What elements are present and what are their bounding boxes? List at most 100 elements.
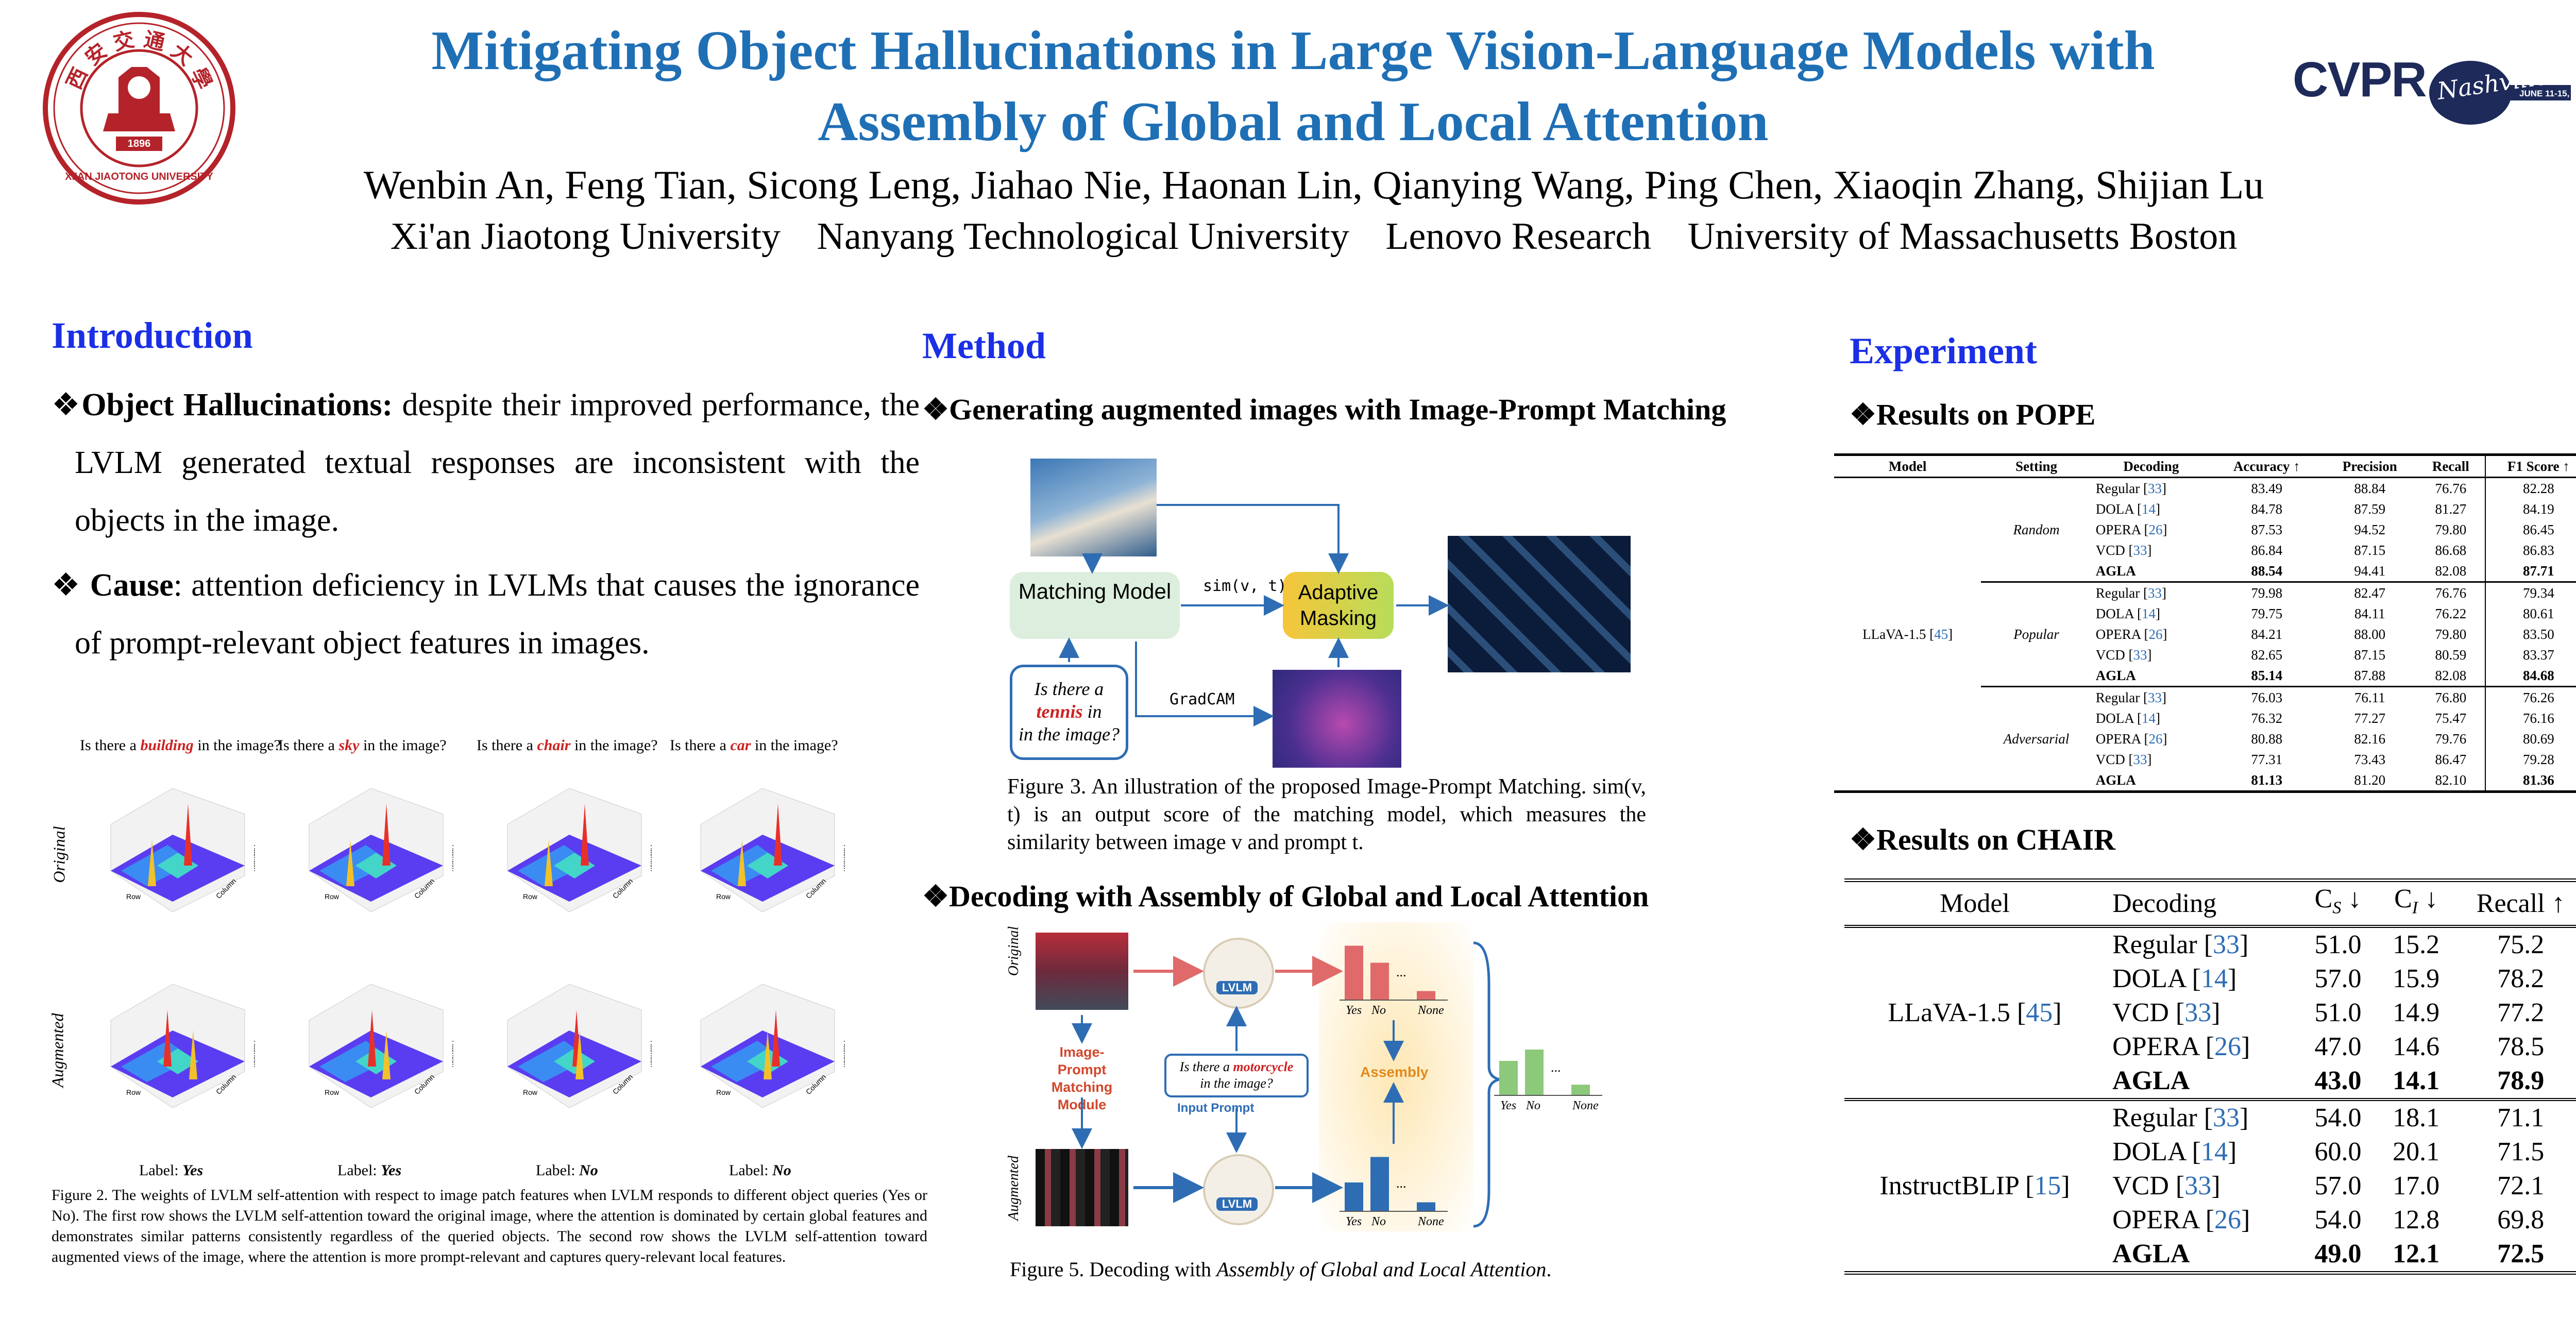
ref-bracket-close: ] — [2053, 998, 2062, 1028]
chair-decoding-cell: AGLA — [2105, 1064, 2299, 1100]
pope-value-cell: 75.47 — [2435, 711, 2467, 726]
pope-decoding-cell: Regular [33] — [2092, 478, 2211, 499]
guitar-icon — [2429, 61, 2571, 125]
title-line-1: Mitigating Object Hallucinations in Larg… — [431, 20, 2155, 81]
lvlm-model-icon-bottom: LVLM — [1203, 1154, 1274, 1225]
pope-value-cell: 79.76 — [2435, 731, 2467, 747]
attention-peak — [545, 840, 553, 886]
pope-subheading: ❖Results on POPE — [1850, 397, 2095, 432]
logit-bar — [1345, 1182, 1363, 1211]
pope-value-cell: 77.27 — [2354, 711, 2386, 726]
lvlm-label-top: LVLM — [1216, 981, 1258, 994]
cvpr-logo: CVPR Nashville JUNE 11-15, 2025 — [2293, 41, 2576, 129]
pope-value-cell: 76.76 — [2435, 481, 2467, 496]
citation-ref: 33 — [2147, 481, 2162, 496]
ref-bracket-close: ] — [2162, 522, 2167, 537]
ref-bracket-open: [ — [2140, 481, 2148, 496]
chair-value-cell: 75.2 — [2497, 930, 2545, 960]
axis-label-attention: Attention — [649, 845, 652, 871]
logit-bar — [1417, 991, 1435, 1000]
ref-bracket-close: ] — [2061, 1171, 2070, 1201]
method-name: AGLA — [2095, 668, 2136, 683]
ref-bracket-open: [ — [2133, 501, 2142, 517]
method-name: OPERA — [2095, 522, 2141, 537]
model-name: LLaVA-1.5 — [1862, 627, 1926, 642]
fig5-prompt-pre: Is there a — [1179, 1059, 1230, 1074]
pope-value-cell: 79.34 — [2484, 582, 2576, 603]
method-sub2-text: Decoding with Assembly of Global and Loc… — [949, 880, 1649, 913]
pope-decoding-cell: VCD [33] — [2092, 645, 2211, 665]
lvlm-model-icon-top: LVLM — [1203, 938, 1274, 1009]
ref-bracket-close: ] — [2161, 690, 2166, 705]
method-name: VCD — [2112, 1171, 2169, 1201]
pope-value-cell: 83.49 — [2251, 481, 2283, 496]
ref-bracket-close: ] — [2161, 481, 2166, 496]
ref-bracket-close: ] — [2147, 543, 2152, 558]
ref-bracket-open: [ — [2010, 998, 2026, 1028]
question-object: car — [730, 737, 751, 754]
chair-value-cell: 51.0 — [2314, 930, 2362, 960]
method-subheading-1: ❖Generating augmented images with Image-… — [922, 392, 1726, 427]
question-object: sky — [338, 737, 360, 754]
axis-label-row: Row — [523, 892, 538, 901]
pope-decoding-cell: OPERA [26] — [2092, 729, 2211, 749]
chair-value-cell: 54.0 — [2314, 1103, 2362, 1133]
pope-value-cell: 83.50 — [2484, 624, 2576, 645]
fig5-prompt-object: motorcycle — [1233, 1059, 1294, 1074]
axis-label-attention: Attention — [252, 845, 255, 871]
attention-peak — [774, 804, 782, 866]
question-suffix: in the image? — [751, 737, 838, 754]
chair-header-ci: CI ↓ — [2377, 881, 2455, 927]
citation-ref: 33 — [2133, 752, 2147, 767]
attention-peak — [575, 1030, 584, 1079]
intro-bullet-2: ❖ Cause: attention deficiency in LVLMs t… — [52, 556, 920, 672]
ellipsis: ... — [1396, 965, 1406, 979]
method-name: OPERA — [2095, 627, 2141, 642]
ref-bracket-close: ] — [2147, 752, 2152, 767]
ref-bracket-open: [ — [2125, 647, 2133, 663]
figure-2-question: Is there a chair in the image? — [477, 737, 658, 754]
ref-bracket-open: [ — [2140, 731, 2149, 747]
attention-peak — [346, 840, 354, 886]
diamond-bullet-icon: ❖ — [922, 393, 949, 426]
figure-5-caption: Figure 5. Decoding with Assembly of Glob… — [1010, 1257, 1680, 1281]
logit-bar — [1345, 945, 1363, 1000]
pope-decoding-cell: AGLA — [2092, 770, 2211, 792]
chair-value-cell: 47.0 — [2314, 1032, 2362, 1062]
pope-value-cell: 76.80 — [2435, 690, 2467, 705]
pope-decoding-cell: DOLA [14] — [2092, 708, 2211, 729]
method-name: OPERA — [2112, 1032, 2199, 1062]
chair-value-cell: 18.1 — [2393, 1103, 2440, 1133]
pope-value-cell: 83.37 — [2484, 645, 2576, 665]
axis-label-attention: Attention — [842, 845, 845, 871]
chair-value-cell: 54.0 — [2314, 1205, 2362, 1235]
ref-bracket-open: [ — [2197, 930, 2213, 960]
pope-header-cell: Accuracy ↑ — [2233, 459, 2300, 474]
ref-bracket-open: [ — [2133, 711, 2142, 726]
chair-value-cell: 77.2 — [2497, 998, 2545, 1028]
method-name: Regular — [2112, 1103, 2197, 1133]
chair-model-cell: LLaVA-1.5 [45] — [1844, 926, 2105, 1100]
chair-decoding-cell: VCD [33] — [2105, 996, 2299, 1030]
diamond-bullet-icon: ❖ — [1850, 398, 1876, 431]
logo-year: 1896 — [127, 138, 151, 149]
row-label-original: Original — [49, 826, 69, 883]
axis-label-attention: Attention — [451, 1041, 453, 1067]
prompt-pre: Is there a — [1034, 679, 1104, 699]
ref-bracket-close: ] — [2155, 606, 2160, 621]
method-name: AGLA — [2095, 772, 2136, 788]
